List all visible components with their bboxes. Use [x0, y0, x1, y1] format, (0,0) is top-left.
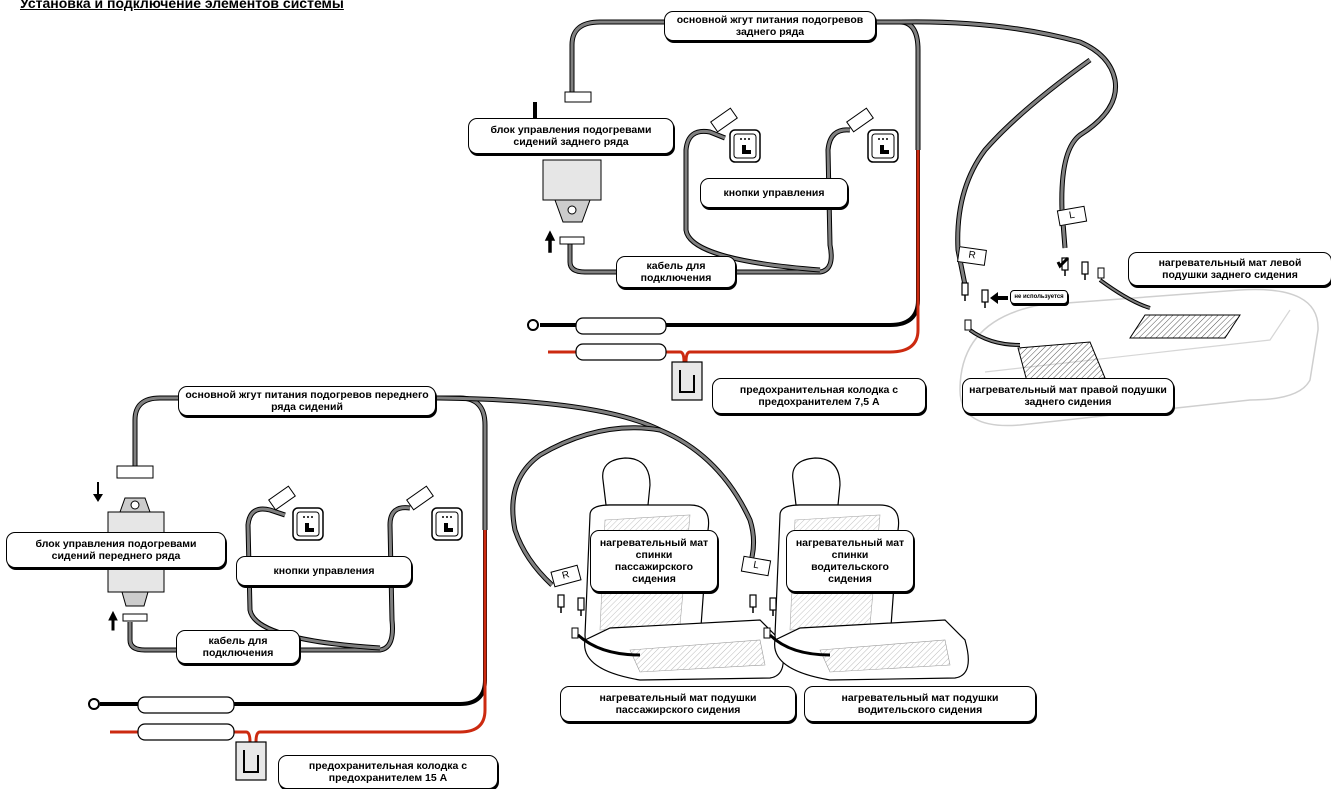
front-control-unit-label: блок управления подогревами сидений пере… — [6, 532, 226, 568]
rear-harness-label: основной жгут питания подогревов заднего… — [664, 11, 876, 41]
front-buttons-label: кнопки управления — [236, 556, 412, 586]
passenger-cushion-mat-label: нагревательный мат подушки пассажирского… — [560, 686, 796, 722]
page-title: Установка и подключение элементов систем… — [20, 0, 344, 11]
rear-cable-label: кабель для подключения — [616, 256, 736, 288]
driver-back-mat-label: нагревательный мат спинки водительского … — [786, 530, 914, 592]
right-rear-mat-label: нагревательный мат правой подушки заднег… — [962, 378, 1174, 414]
not-used-label: не используется — [1010, 290, 1068, 304]
rear-harness-wires — [527, 19, 1119, 401]
left-rear-mat-label: нагревательный мат левой подушки заднего… — [1128, 252, 1331, 286]
passenger-back-mat-label: нагревательный мат спинки пассажирского … — [590, 530, 718, 592]
rear-buttons-label: кнопки управления — [700, 178, 848, 208]
front-harness-label: основной жгут питания подогревов передне… — [178, 386, 436, 416]
front-fuse-label: предохранительная колодка с предохраните… — [278, 755, 498, 789]
rear-control-unit-label: блок управления подогревами сидений задн… — [468, 118, 674, 154]
rear-fuse-label: предохранительная колодка с предохраните… — [712, 378, 926, 414]
rear-seat — [959, 256, 1319, 427]
driver-cushion-mat-label: нагревательный мат подушки водительского… — [804, 686, 1036, 722]
front-cable-label: кабель для подключения — [176, 630, 300, 664]
